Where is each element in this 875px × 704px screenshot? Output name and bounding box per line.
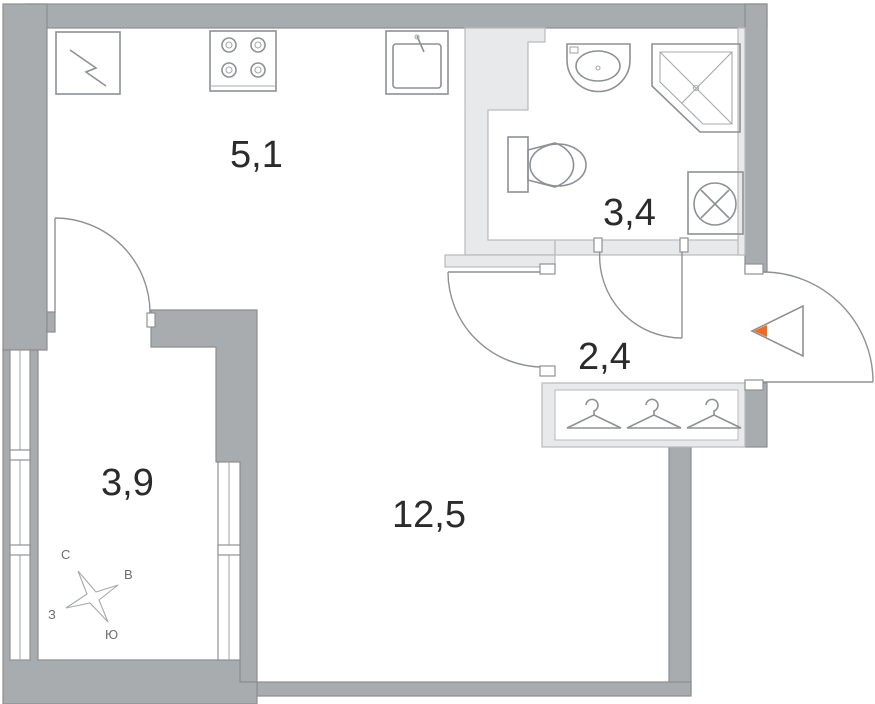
washing-machine-icon: [687, 171, 744, 235]
top-wall: [25, 3, 768, 29]
hanger-icon: [566, 398, 622, 429]
right-wall-lower: [668, 446, 692, 694]
compass-icon: [65, 570, 119, 623]
toilet-icon: [507, 136, 587, 193]
washbasin-icon: [566, 43, 631, 93]
bathroom-wall-right: [737, 27, 746, 256]
windows: [9, 349, 241, 661]
left-wall-upper: [2, 3, 48, 351]
balcony-door: [54, 217, 151, 314]
entrance-arrow-icon: [750, 304, 804, 358]
outer-walls: [2, 3, 768, 704]
hall-door-left: [447, 271, 544, 368]
hall-area-label: 2,4: [578, 336, 631, 378]
entrance-door: [762, 271, 874, 383]
compass-north-label: С: [61, 547, 71, 562]
bathroom-walls: [444, 27, 746, 448]
balcony-window-left-sash-2: [9, 544, 31, 556]
bottom-wall: [256, 681, 692, 697]
stove-icon: [209, 30, 277, 92]
hanger-icon: [626, 398, 682, 429]
bathroom-wall-bottom: [554, 239, 746, 256]
hall-wall-left-stub: [444, 254, 556, 268]
right-wall-upper: [744, 3, 768, 273]
shower-icon: [651, 43, 741, 133]
living-area-label: 12,5: [392, 494, 466, 536]
bathroom-door: [598, 247, 683, 339]
wardrobe-niche: [554, 389, 739, 441]
compass-west-label: З: [48, 607, 56, 622]
compass-south-label: Ю: [105, 627, 119, 642]
balcony-partition-wall: [150, 309, 258, 683]
bathroom-area-label: 3,4: [603, 192, 656, 234]
living-window-sash: [217, 544, 241, 556]
left-door-stub: [46, 311, 56, 333]
hanger-icon: [686, 398, 742, 429]
doors: [54, 217, 874, 391]
kitchen-area-label: 5,1: [230, 134, 283, 176]
balcony-area-label: 3,9: [101, 462, 154, 504]
bathroom-wall-left: [464, 27, 556, 256]
compass-east-label: В: [124, 567, 133, 582]
sink-icon: [385, 30, 449, 95]
right-wall-hall: [744, 382, 768, 448]
balcony-window-left-sash-1: [9, 449, 31, 461]
fridge-icon: [55, 31, 121, 95]
